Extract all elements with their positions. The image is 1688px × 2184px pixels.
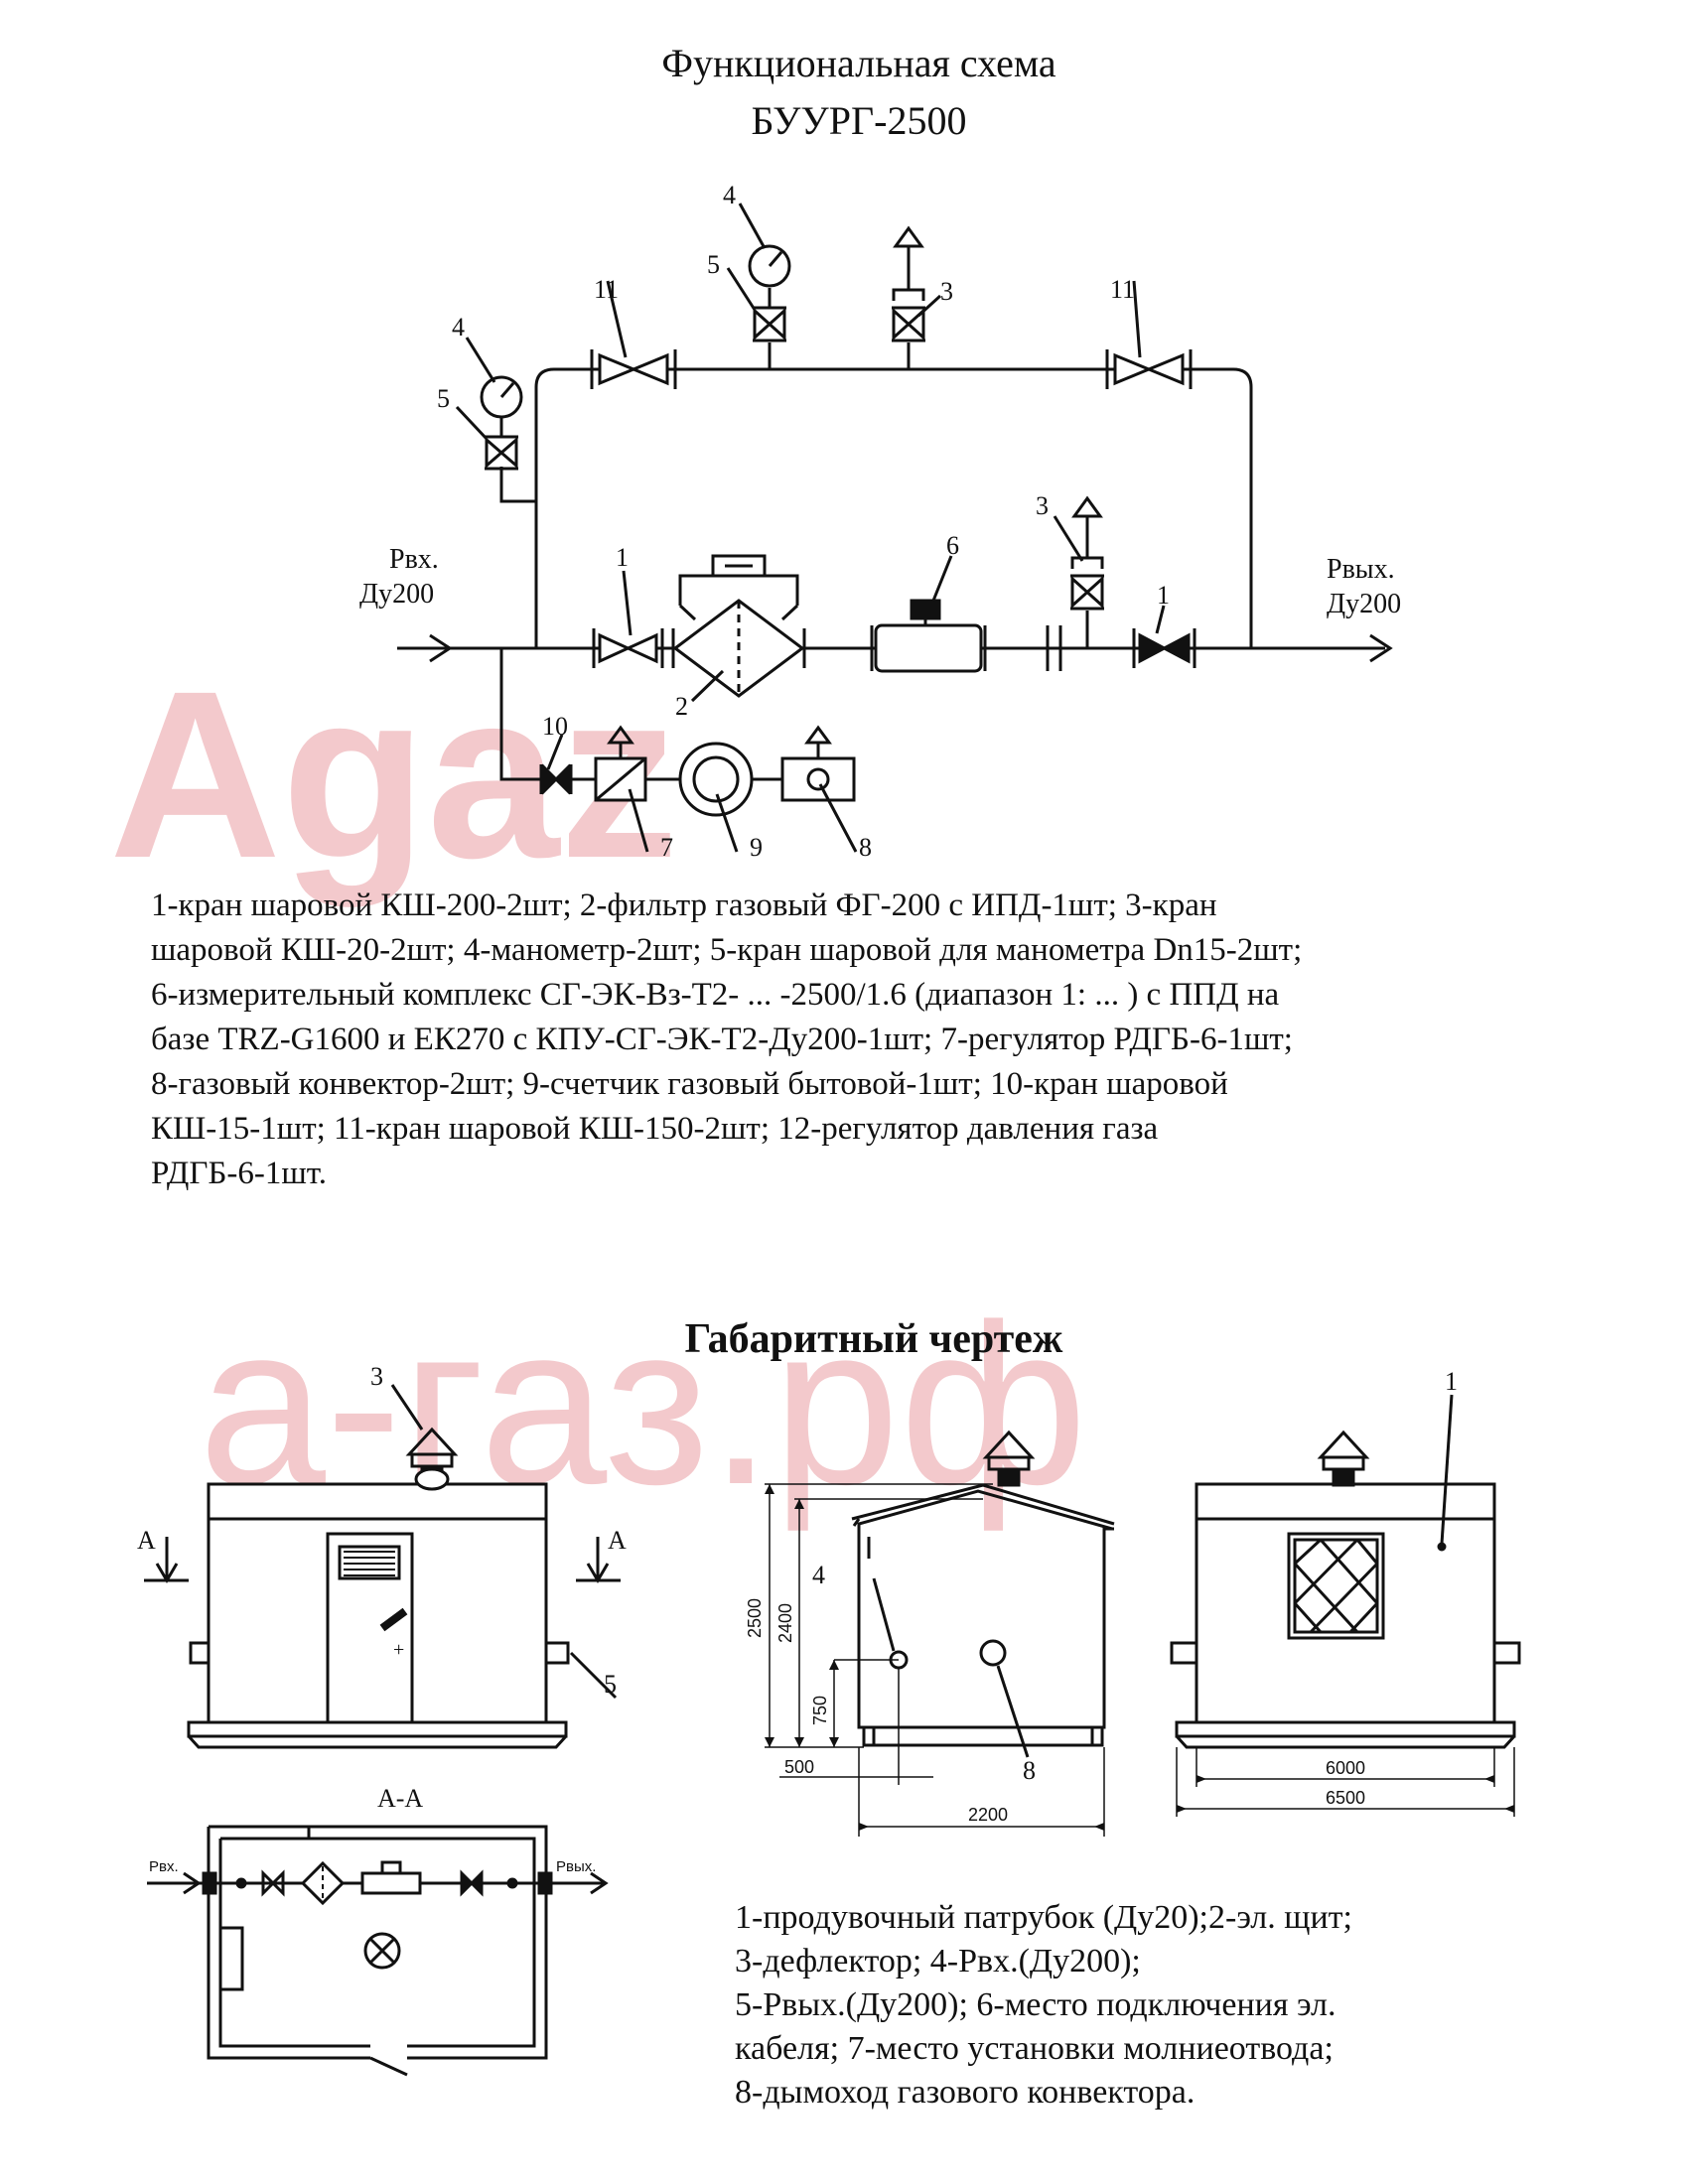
functional-scheme: 11 11 4 5 4 5 3 3 1 1 6 2 10 7 9 8 Рвх. …	[359, 181, 1401, 862]
section-mark-right	[576, 1537, 621, 1583]
legend-line: 1-кран шаровой КШ-200-2шт; 2-фильтр газо…	[151, 887, 1217, 923]
callout-11-left: 11	[594, 275, 619, 304]
metering-complex-icon	[870, 599, 987, 673]
callout-6: 6	[946, 531, 959, 560]
page-subtitle: БУУРГ-2500	[751, 98, 967, 143]
legend-line: 5-Рвых.(Ду200); 6-место подключения эл.	[735, 1986, 1336, 2023]
gauge-branch-pipe	[499, 467, 536, 503]
dim-500: 500	[784, 1757, 814, 1777]
callout-10: 10	[542, 712, 568, 741]
svg-text:+: +	[393, 1639, 404, 1661]
callout-11-right: 11	[1110, 275, 1135, 304]
drawing-legend: 1-продувочный патрубок (Ду20);2-эл. щит;…	[735, 1896, 1628, 2115]
section-outlet-label: Рвых.	[556, 1858, 596, 1875]
callout-5-top: 5	[707, 250, 720, 279]
inlet-arrow-icon	[429, 633, 453, 663]
heating-branch-pipe	[499, 648, 551, 781]
callout-7: 7	[660, 833, 673, 862]
drawing-title: Габаритный чертеж	[684, 1316, 1063, 1362]
outlet-size-label: Ду200	[1327, 589, 1401, 619]
section-letter-left: А	[137, 1526, 156, 1555]
dim-6000: 6000	[1326, 1758, 1365, 1778]
section-title: А-А	[377, 1784, 423, 1813]
outlet-pressure-label: Рвых.	[1327, 554, 1395, 585]
convector-chimney-icon	[363, 1932, 401, 1970]
main-valve-outlet-icon	[1132, 628, 1196, 668]
page-title: Функциональная схема	[661, 41, 1056, 85]
front-callout-3: 3	[370, 1362, 383, 1391]
deflector-icon	[405, 1427, 459, 1491]
callout-9: 9	[750, 833, 763, 862]
callout-4-top: 4	[723, 181, 736, 209]
scheme-legend: 1-кран шаровой КШ-200-2шт; 2-фильтр газо…	[151, 884, 1640, 1196]
gas-filter-icon	[671, 554, 806, 698]
pressure-gauge-icon	[480, 375, 523, 419]
rear-callout-1: 1	[1445, 1367, 1458, 1396]
callout-1-left: 1	[616, 543, 629, 572]
outlet-arrow-icon	[1369, 633, 1393, 663]
legend-line: кабеля; 7-место установки молниеотвода;	[735, 2030, 1334, 2067]
gas-convector-icon	[780, 725, 856, 802]
bypass-valve-left-icon	[590, 349, 677, 389]
section-inlet-arrow-icon	[183, 1871, 202, 1895]
deflector-icon	[1317, 1430, 1370, 1487]
callout-1-right: 1	[1157, 581, 1170, 610]
lattice-window-icon	[1287, 1532, 1385, 1640]
convector-chimney-icon	[979, 1639, 1007, 1667]
section-letter-right: А	[608, 1526, 627, 1555]
callout-5-left: 5	[437, 384, 450, 413]
legend-line: 8-газовый конвектор-2шт; 9-счетчик газов…	[151, 1066, 1228, 1102]
purge-valve-icon	[1070, 495, 1104, 611]
legend-line: шаровой КШ-20-2шт; 4-манометр-2шт; 5-кра…	[151, 932, 1303, 968]
callout-8: 8	[859, 833, 872, 862]
callout-3-main: 3	[1036, 491, 1049, 520]
dim-2400: 2400	[775, 1603, 795, 1643]
section-mark-left	[144, 1537, 189, 1583]
household-gas-meter-icon	[678, 742, 754, 817]
section-inlet-label: Рвх.	[149, 1858, 179, 1875]
side-view: 2500 2400 750 500 2200 4 8	[745, 1430, 1115, 1837]
legend-line: 3-дефлектор; 4-Рвх.(Ду200);	[735, 1943, 1141, 1979]
watermark-text-bottom: а-газ.рф	[199, 1277, 1088, 1532]
front-view: + 3 5 А А	[137, 1362, 627, 1749]
rear-view: 6000 6500 1	[1170, 1367, 1521, 1817]
purge-valve-icon	[892, 225, 925, 342]
inlet-size-label: Ду200	[359, 579, 434, 610]
regulator-icon	[594, 725, 647, 802]
dim-750: 750	[810, 1696, 830, 1725]
legend-line: 8-дымоход газового конвектора.	[735, 2074, 1196, 2111]
callout-3-top: 3	[940, 277, 953, 306]
ball-valve-small-icon	[539, 763, 573, 795]
side-callout-8: 8	[1023, 1756, 1036, 1785]
legend-line: базе TRZ-G1600 и ЕК270 с КПУ-СГ-ЭК-Т2-Ду…	[151, 1022, 1293, 1057]
section-outlet-arrow-icon	[590, 1871, 609, 1895]
inlet-pressure-label: Рвх.	[389, 544, 439, 575]
legend-line: 6-измерительный комплекс СГ-ЭК-Вз-Т2- ..…	[151, 977, 1280, 1013]
front-callout-5: 5	[604, 1670, 617, 1699]
section-plan-view: А-А Рвх. Рвых.	[147, 1784, 609, 2077]
side-callout-4: 4	[812, 1561, 825, 1589]
callout-4-left: 4	[452, 313, 465, 341]
dim-2500: 2500	[745, 1598, 765, 1638]
pressure-gauge-icon	[748, 244, 791, 288]
dim-6500: 6500	[1326, 1788, 1365, 1808]
legend-line: КШ-15-1шт; 11-кран шаровой КШ-150-2шт; 1…	[151, 1111, 1159, 1147]
deflector-icon	[982, 1430, 1036, 1487]
watermark-logo-top: Agaz	[109, 641, 679, 907]
legend-line: РДГБ-6-1шт.	[151, 1156, 327, 1191]
ball-valve-icon	[485, 435, 518, 471]
legend-line: 1-продувочный патрубок (Ду20);2-эл. щит;	[735, 1899, 1352, 1936]
dim-2200: 2200	[968, 1805, 1008, 1825]
ball-valve-icon	[753, 306, 786, 342]
bypass-pipe	[534, 367, 1253, 648]
main-valve-inlet-icon	[592, 628, 664, 668]
callout-2: 2	[675, 692, 688, 721]
bypass-valve-right-icon	[1105, 349, 1193, 389]
